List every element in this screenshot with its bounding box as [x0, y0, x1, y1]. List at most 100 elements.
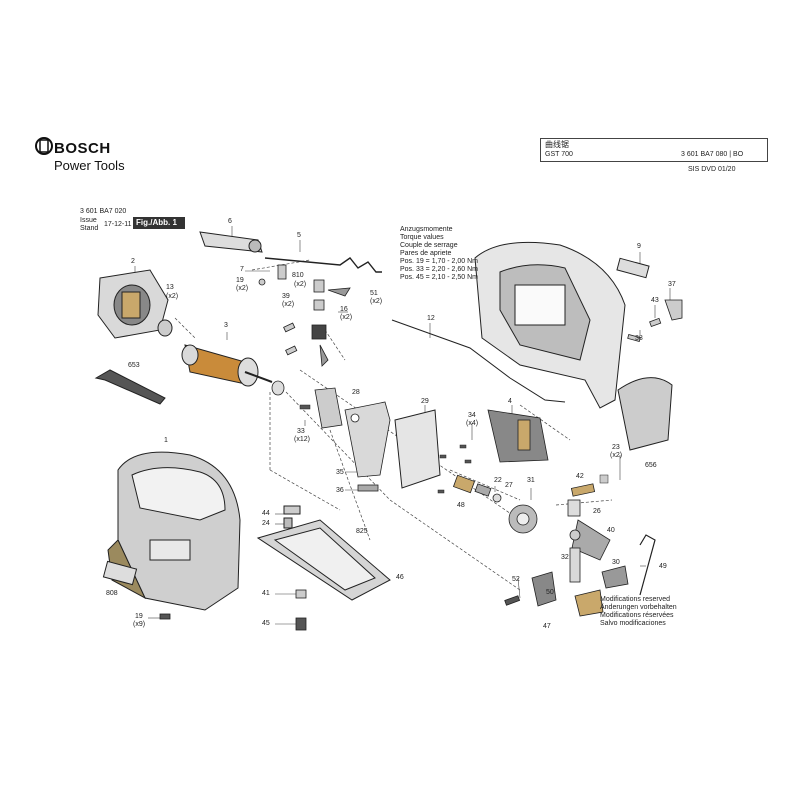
- part-9-label-plate: [616, 257, 650, 279]
- modification-line: Modifications reserved: [600, 596, 671, 603]
- callout-23-qty: (x2): [610, 452, 623, 459]
- part-13-bearing: [157, 319, 173, 337]
- callout-34: 34: [468, 412, 476, 419]
- callout-1: 1: [164, 437, 168, 444]
- callout-34-qty: (x4): [466, 420, 479, 427]
- callout-13-qty: (x2): [166, 293, 179, 300]
- dvd-version: SIS DVD 01/20: [688, 166, 736, 173]
- torque-line: Pos. 45 = 2,10 - 2,50 Nm: [400, 274, 479, 281]
- callout-19-qty: (x2): [236, 285, 249, 292]
- callout-22: 22: [494, 477, 502, 484]
- part-656-guard: [617, 377, 673, 451]
- part-47-roller: [574, 589, 604, 617]
- pendulum-parts: [271, 380, 391, 492]
- callout-46: 46: [396, 574, 404, 581]
- part-12-wire: [391, 319, 566, 403]
- callout-35: 35: [336, 469, 344, 476]
- part-808-label: [102, 560, 138, 586]
- callout-44: 44: [262, 510, 270, 517]
- plunger-parts: [567, 499, 656, 596]
- callout-50: 50: [546, 589, 554, 596]
- callout-28: 28: [352, 389, 360, 396]
- callout-41: 41: [262, 590, 270, 597]
- part-5-wire-spring: [264, 257, 382, 273]
- callout-12: 12: [427, 315, 435, 322]
- callout-810-qty: (x2): [294, 281, 307, 288]
- brand-name: BOSCH: [54, 140, 111, 157]
- screws: [299, 404, 609, 494]
- part-3-armature: [181, 344, 273, 387]
- torque-line: Anzugsmomente: [400, 226, 453, 233]
- part-825-baseplate: [256, 505, 391, 601]
- part-2-stator: [97, 269, 169, 339]
- modification-line: Modifications réservées: [600, 612, 674, 619]
- doc-number: 3 601 BA7 020: [80, 208, 127, 215]
- issue-label: Issue: [80, 217, 97, 224]
- callout-19b: 19: [135, 613, 143, 620]
- doc-date: 17-12-11: [104, 221, 132, 228]
- callout-19: 19: [236, 277, 244, 284]
- small-pins-right: [627, 299, 683, 342]
- callout-40: 40: [607, 527, 615, 534]
- bosch-logo-icon: [35, 137, 53, 155]
- callout-52: 52: [512, 576, 520, 583]
- part-number: 3 601 BA7 080 | BO: [681, 151, 744, 158]
- callout-825: 825: [356, 528, 368, 535]
- callout-33: 33: [297, 428, 305, 435]
- callout-39: 39: [282, 293, 290, 300]
- torque-line: Couple de serrage: [400, 242, 458, 249]
- callout-49: 49: [659, 563, 667, 570]
- part-29-plate: [394, 409, 441, 489]
- callout-13: 13: [166, 284, 174, 291]
- callout-26: 26: [593, 508, 601, 515]
- callout-810: 810: [292, 272, 304, 279]
- callout-36: 36: [336, 487, 344, 494]
- stand-label: Stand: [80, 225, 99, 232]
- callout-656: 656: [645, 462, 657, 469]
- callout-48: 48: [457, 502, 465, 509]
- callout-39-qty: (x2): [282, 301, 295, 308]
- callout-2: 2: [131, 258, 135, 265]
- torque-line: Pos. 33 = 2,20 - 2,60 Nm: [400, 266, 479, 273]
- callout-45: 45: [262, 620, 270, 627]
- callout-31: 31: [527, 477, 535, 484]
- callout-43: 43: [651, 297, 659, 304]
- callout-38: 38: [635, 335, 643, 342]
- callout-16-qty: (x2): [340, 314, 353, 321]
- gear-parts: [452, 474, 596, 534]
- callout-5: 5: [297, 232, 301, 239]
- callout-808: 808: [106, 590, 118, 597]
- callout-32: 32: [561, 554, 569, 561]
- assembly-lines: [174, 259, 613, 591]
- part-6-guide-rod: [199, 231, 263, 253]
- callout-51: 51: [370, 290, 378, 297]
- model-name: GST 700: [545, 151, 573, 158]
- callout-29: 29: [421, 398, 429, 405]
- torque-line: Pos. 19 = 1,70 - 2,00 Nm: [400, 258, 479, 265]
- product-title: 曲线锯: [545, 140, 569, 149]
- callout-3: 3: [224, 322, 228, 329]
- callout-51-qty: (x2): [370, 298, 383, 305]
- callout-30: 30: [612, 559, 620, 566]
- callout-9: 9: [637, 243, 641, 250]
- callout-37: 37: [668, 281, 676, 288]
- info-box: 曲线锯 GST 700 3 601 BA7 080 | BO: [540, 138, 768, 162]
- callout-16: 16: [340, 306, 348, 313]
- part-1-housing: [107, 451, 241, 611]
- lever-parts: [504, 571, 557, 607]
- part-4-switch: [487, 409, 549, 463]
- callout-24: 24: [262, 520, 270, 527]
- brush-parts: [258, 264, 351, 367]
- callout-7: 7: [240, 266, 244, 273]
- torque-line: Torque values: [400, 234, 444, 241]
- modification-line: Änderungen vorbehalten: [600, 604, 677, 611]
- product-line: Power Tools: [54, 158, 125, 173]
- torque-line: Pares de apriete: [400, 250, 452, 257]
- callout-653: 653: [128, 362, 140, 369]
- callout-19b-qty: (x9): [133, 621, 146, 628]
- bottom-screws: [159, 589, 307, 631]
- callout-42: 42: [576, 473, 584, 480]
- modification-line: Salvo modificaciones: [600, 620, 666, 627]
- callout-33-qty: (x12): [294, 436, 310, 443]
